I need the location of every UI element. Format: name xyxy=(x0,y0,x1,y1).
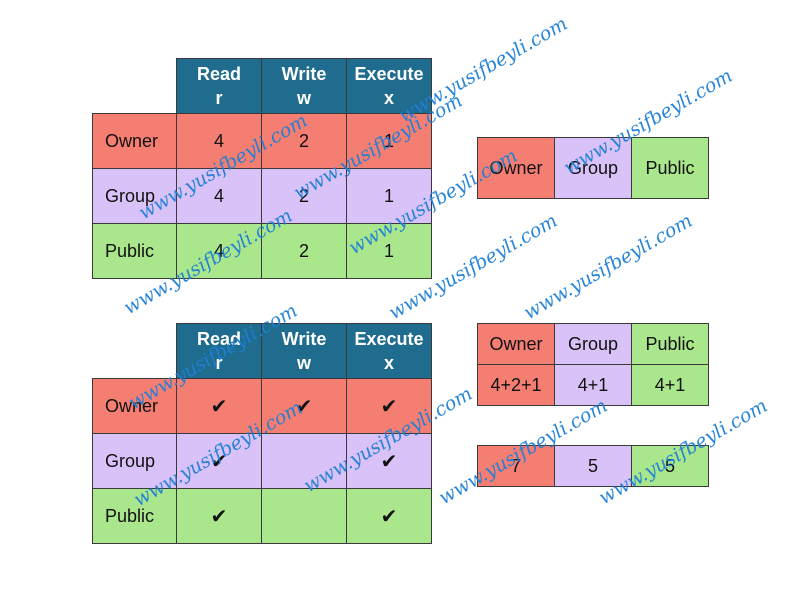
header-label: Read xyxy=(196,64,241,84)
header-read: Read r xyxy=(176,323,262,379)
sum-public: 4+1 xyxy=(631,364,709,406)
sum-label-group: Group xyxy=(554,323,632,365)
result-owner: 7 xyxy=(477,445,555,487)
table-row-owner: Owner 4 2 1 xyxy=(92,113,432,169)
checkmark-icon: ✔ xyxy=(176,433,262,489)
header-execute: Execute x xyxy=(346,58,432,114)
header-read: Read r xyxy=(176,58,262,114)
watermark: www.yusifbeyli.com xyxy=(520,209,697,325)
checkmark-icon: ✔ xyxy=(346,378,432,434)
header-letter: r xyxy=(215,88,223,108)
checkmark-icon: ✔ xyxy=(346,433,432,489)
row-label: Group xyxy=(92,433,177,489)
header-letter: x xyxy=(383,353,394,373)
value-cell: 4 xyxy=(176,223,262,279)
sum-owner: 4+2+1 xyxy=(477,364,555,406)
value-cell: 2 xyxy=(261,223,347,279)
header-label: Read xyxy=(196,329,241,349)
corner-blank xyxy=(93,59,177,114)
result-group: 5 xyxy=(554,445,632,487)
header-letter: w xyxy=(296,353,311,373)
header-label: Execute xyxy=(354,64,424,84)
value-cell: 4 xyxy=(176,168,262,224)
category-bar: Owner Group Public xyxy=(477,137,709,199)
value-cell: 2 xyxy=(261,168,347,224)
row-label: Group xyxy=(92,168,177,224)
category-owner: Owner xyxy=(477,137,555,199)
header-letter: w xyxy=(296,88,311,108)
table-row-group: Group 4 2 1 xyxy=(92,168,432,224)
checkmark-icon: ✔ xyxy=(176,488,262,544)
sum-label-public: Public xyxy=(631,323,709,365)
corner-blank xyxy=(93,324,177,379)
header-label: Execute xyxy=(354,329,424,349)
header-write: Write w xyxy=(261,323,347,379)
header-write: Write w xyxy=(261,58,347,114)
table-row-public: Public ✔ ✔ xyxy=(92,488,432,544)
table-row-owner: Owner ✔ ✔ ✔ xyxy=(92,378,432,434)
checkmark-icon: ✔ xyxy=(176,378,262,434)
checkmark-icon: ✔ xyxy=(261,378,347,434)
sum-table: Owner Group Public 4+2+1 4+1 4+1 xyxy=(477,323,709,406)
row-label: Public xyxy=(92,223,177,279)
result-public: 5 xyxy=(631,445,709,487)
permission-checks-table: Read r Write w Execute x Owner ✔ ✔ ✔ Group … xyxy=(92,323,432,544)
header-label: Write xyxy=(281,64,327,84)
sum-label-owner: Owner xyxy=(477,323,555,365)
checkmark-icon: ✔ xyxy=(346,488,432,544)
header-label: Write xyxy=(281,329,327,349)
value-cell: 4 xyxy=(176,113,262,169)
empty-cell xyxy=(261,433,347,489)
table-row-public: Public 4 2 1 xyxy=(92,223,432,279)
table-row-group: Group ✔ ✔ xyxy=(92,433,432,489)
value-cell: 1 xyxy=(346,223,432,279)
value-cell: 1 xyxy=(346,113,432,169)
category-public: Public xyxy=(631,137,709,199)
empty-cell xyxy=(261,488,347,544)
row-label: Owner xyxy=(92,113,177,169)
value-cell: 1 xyxy=(346,168,432,224)
header-execute: Execute x xyxy=(346,323,432,379)
category-group: Group xyxy=(554,137,632,199)
row-label: Owner xyxy=(92,378,177,434)
permission-values-table: Read r Write w Execute x Owner 4 2 1 Group … xyxy=(92,58,432,279)
result-bar: 7 5 5 xyxy=(477,445,709,487)
row-label: Public xyxy=(92,488,177,544)
sum-group: 4+1 xyxy=(554,364,632,406)
header-letter: r xyxy=(215,353,223,373)
header-letter: x xyxy=(383,88,394,108)
value-cell: 2 xyxy=(261,113,347,169)
